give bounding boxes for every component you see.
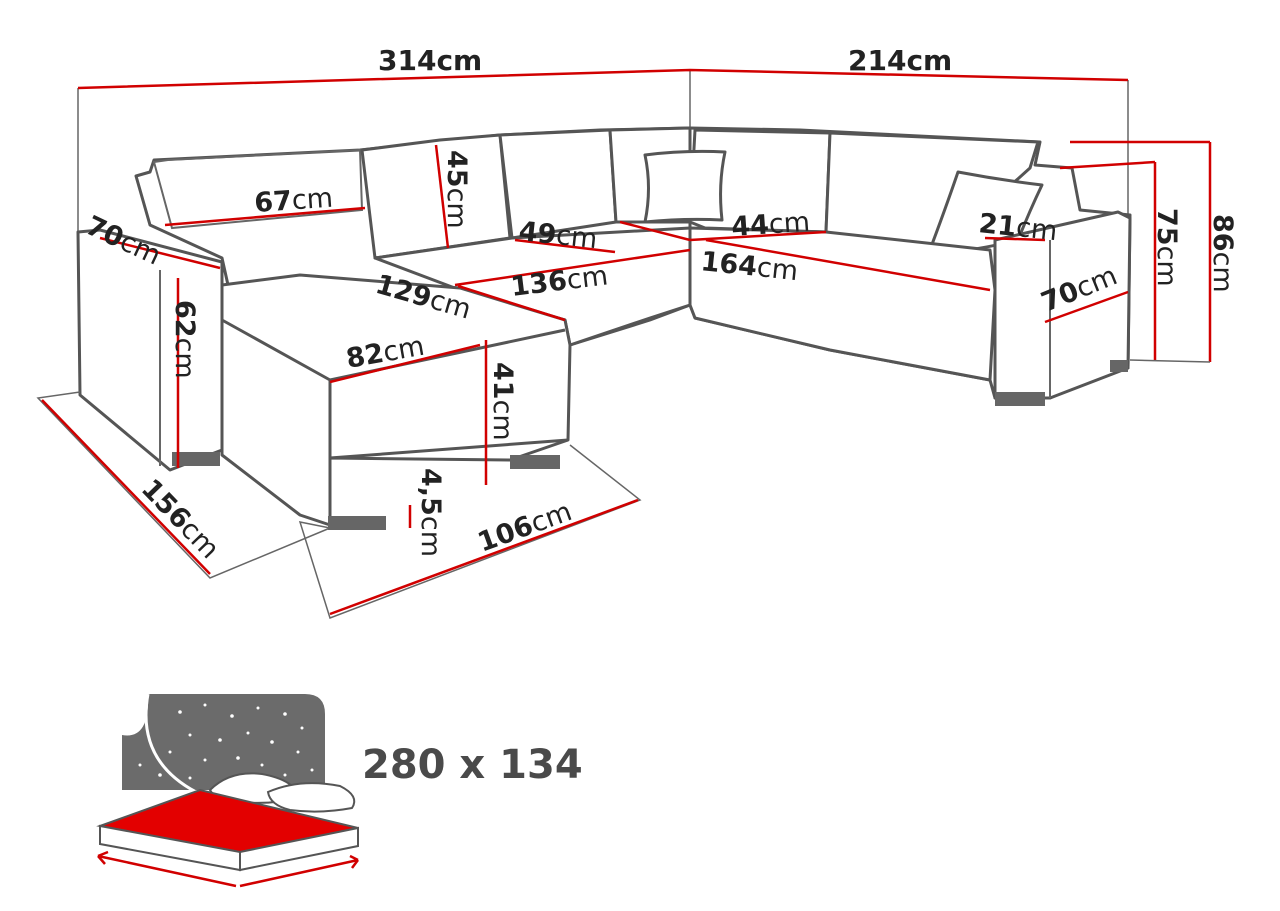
label-164: 164cm: [699, 246, 799, 287]
bottom-dimension-lines: [36, 391, 642, 619]
label-106: 106cm: [474, 496, 576, 558]
bed-icon: [96, 693, 359, 888]
label-41: 41cm: [487, 362, 518, 441]
label-67: 67cm: [253, 183, 334, 219]
label-21: 21cm: [977, 208, 1059, 247]
label-44: 44cm: [730, 207, 811, 243]
label-214: 214cm: [848, 44, 952, 77]
dimension-labels: 314cm 214cm 70cm 67cm 45cm 49cm 44cm 21c…: [81, 44, 1238, 565]
sofa-outline: [76, 126, 1132, 530]
label-62: 62cm: [169, 300, 200, 379]
label-136: 136cm: [509, 260, 610, 303]
sleeping-area-label: 280 x 134: [362, 742, 583, 788]
label-86: 86cm: [1207, 214, 1238, 293]
label-314: 314cm: [378, 44, 482, 77]
label-75: 75cm: [1151, 208, 1182, 287]
stars-icon: [138, 703, 314, 780]
top-dimension-lines: [77, 68, 1129, 232]
label-45: 45cm: [441, 150, 472, 229]
label-156: 156cm: [135, 473, 225, 565]
night-sky-panel: [122, 694, 325, 790]
label-4-5: 4,5cm: [415, 468, 446, 557]
sofa-dimension-lines: [99, 140, 1212, 528]
label-82: 82cm: [344, 331, 427, 375]
label-49: 49cm: [517, 216, 599, 255]
